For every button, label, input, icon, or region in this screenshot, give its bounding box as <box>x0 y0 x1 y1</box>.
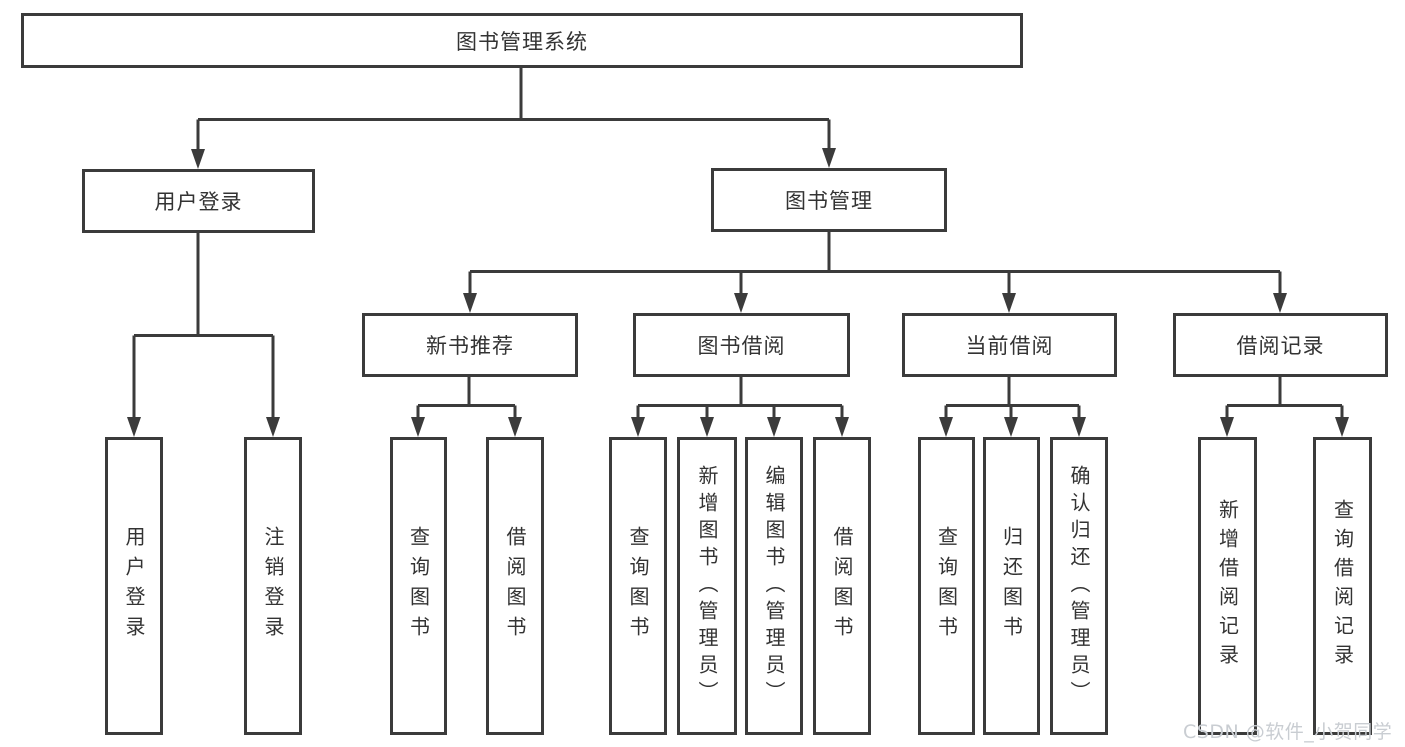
connector-records-to-leaves <box>1225 377 1344 418</box>
connector-root-to-level2 <box>196 68 831 150</box>
leaf-query-borrow-record: 查询借阅记录 <box>1313 437 1372 735</box>
arrowhead <box>835 417 849 437</box>
arrowhead <box>463 293 477 313</box>
leaf-user-login: 用户登录 <box>105 437 163 735</box>
connector-newbook-to-leaves <box>416 377 517 418</box>
arrowhead <box>939 417 953 437</box>
node-library-management-system: 图书管理系统 <box>21 13 1023 68</box>
arrowhead <box>631 417 645 437</box>
leaf-logout: 注销登录 <box>244 437 302 735</box>
arrowhead <box>127 417 141 437</box>
connector-current-to-leaves <box>944 377 1081 418</box>
arrowhead <box>734 293 748 313</box>
connector-borrow-to-leaves <box>636 377 844 418</box>
arrowhead <box>1004 417 1018 437</box>
leaf-query-books-current: 查询图书 <box>918 437 975 735</box>
arrowhead <box>1273 293 1287 313</box>
arrowhead <box>266 417 280 437</box>
leaf-confirm-return-admin: 确认归还（管理员） <box>1050 437 1108 735</box>
node-book-management: 图书管理 <box>711 168 947 232</box>
arrowhead <box>1072 417 1086 437</box>
node-new-book-recommendation: 新书推荐 <box>362 313 578 377</box>
arrowhead <box>822 148 836 168</box>
arrowhead <box>411 417 425 437</box>
arrowhead <box>191 149 205 169</box>
node-current-borrowing: 当前借阅 <box>902 313 1117 377</box>
csdn-watermark: CSDN @软件_小贺同学 <box>1183 721 1393 743</box>
arrowhead <box>1220 417 1234 437</box>
leaf-borrow-books-recommend: 借阅图书 <box>486 437 544 735</box>
node-borrowing-records: 借阅记录 <box>1173 313 1388 377</box>
arrowhead <box>508 417 522 437</box>
arrowhead <box>1335 417 1349 437</box>
arrowhead <box>1002 293 1016 313</box>
leaf-borrow-books: 借阅图书 <box>813 437 871 735</box>
leaf-query-books-recommend: 查询图书 <box>390 437 447 735</box>
arrowhead <box>700 417 714 437</box>
leaf-add-books-admin: 新增图书（管理员） <box>677 437 737 735</box>
node-user-login: 用户登录 <box>82 169 315 233</box>
leaf-add-borrow-record: 新增借阅记录 <box>1198 437 1257 735</box>
connector-bookmgmt-to-level3 <box>468 232 1282 294</box>
leaf-return-books: 归还图书 <box>983 437 1040 735</box>
arrowhead <box>767 417 781 437</box>
leaf-query-books-borrow: 查询图书 <box>609 437 667 735</box>
leaf-edit-books-admin: 编辑图书（管理员） <box>745 437 803 735</box>
node-book-borrowing: 图书借阅 <box>633 313 850 377</box>
connector-userlogin-to-leaves <box>132 233 275 418</box>
